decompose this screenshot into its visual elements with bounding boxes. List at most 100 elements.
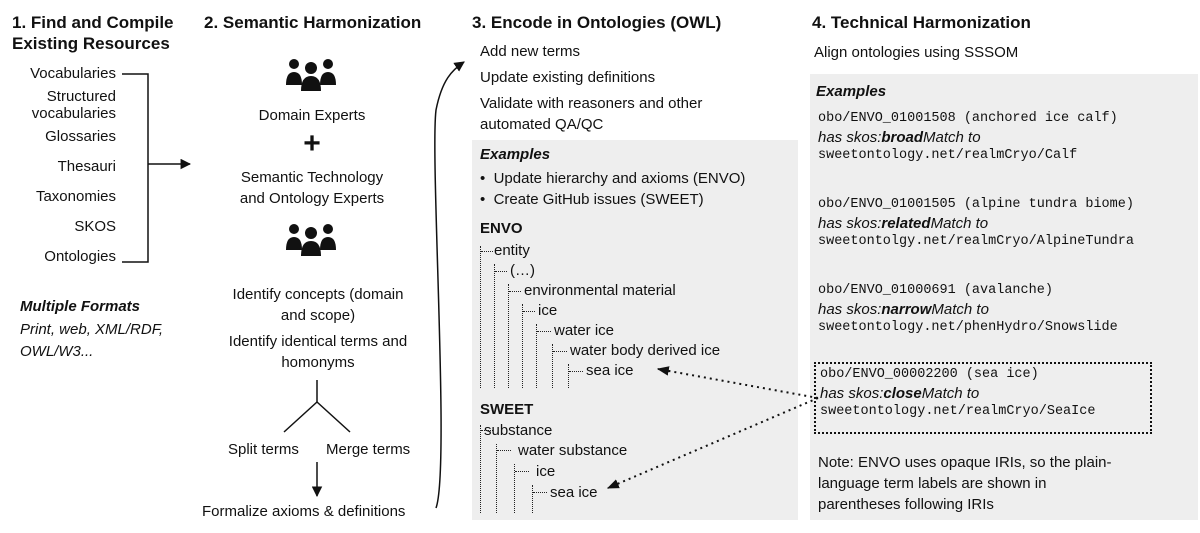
mapping-source: obo/ENVO_01001508 (anchored ice calf) <box>818 111 1118 126</box>
col1-title-line2: Existing Resources <box>12 34 170 53</box>
tree-line <box>480 425 481 513</box>
tree-line <box>536 324 537 388</box>
identify1-line1: Identify concepts (domain <box>232 286 404 303</box>
domain-experts: Domain Experts <box>258 107 366 124</box>
mapping-target: sweetontology.net/phenHydro/Snowslide <box>818 320 1118 335</box>
mapping-target: sweetontology.net/realmCryo/SeaIce <box>820 404 1096 419</box>
mapping-relation: has skos:closeMatch to <box>820 384 1150 403</box>
mapping-narrow: obo/ENVO_01000691 (avalanche) has skos:n… <box>818 282 1118 337</box>
formats-line1: Print, web, XML/RDF, <box>20 321 164 338</box>
envo-node-sea-ice: sea ice <box>586 362 634 379</box>
tree-branch <box>481 430 493 431</box>
formats-line2: OWL/W3... <box>20 343 94 360</box>
sweet-node-water-substance: water substance <box>518 442 628 459</box>
tree-branch <box>497 450 511 451</box>
fork-left <box>283 401 318 433</box>
col1-title-line1: 1. Find and Compile <box>12 13 174 32</box>
relation-type: close <box>883 385 922 402</box>
note-line2: language term labels are shown in <box>818 475 1047 492</box>
tree-branch <box>553 351 567 352</box>
resource-vocabularies: Vocabularies <box>30 65 116 82</box>
tree-line <box>552 344 553 388</box>
envo-node-environmental-material: environmental material <box>524 282 676 299</box>
tree-line <box>532 485 533 513</box>
dotted-arrow-sweet <box>606 397 819 489</box>
bullet-2-text: Create GitHub issues (SWEET) <box>493 191 704 208</box>
note-text: Note: ENVO uses opaque IRIs, so the plai… <box>818 452 1112 515</box>
encode-bullet-1: • Update hierarchy and axioms (ENVO) <box>480 170 746 187</box>
mapping-relation: has skos:broadMatch to <box>818 128 1118 147</box>
identify1-line2: and scope) <box>280 307 356 324</box>
tree-branch <box>533 492 547 493</box>
relation-suffix: Match to <box>923 129 981 146</box>
relation-type: narrow <box>881 301 932 318</box>
tree-line <box>494 264 495 388</box>
mapping-source: obo/ENVO_01000691 (avalanche) <box>818 283 1053 298</box>
col1-title: 1. Find and Compile Existing Resources <box>12 12 202 54</box>
col4-title: 4. Technical Harmonization <box>812 13 1031 32</box>
sweet-node-substance: substance <box>484 422 553 439</box>
merge-terms: Merge terms <box>326 441 411 458</box>
tree-branch <box>537 331 551 332</box>
envo-node-entity: entity <box>494 242 530 259</box>
people-group-icon <box>285 55 337 91</box>
relation-suffix: Match to <box>931 301 989 318</box>
encode-examples-label: Examples <box>480 146 551 163</box>
mapping-relation: has skos:relatedMatch to <box>818 214 1134 233</box>
envo-label: ENVO <box>480 220 523 237</box>
envo-node-ellipsis: (…) <box>510 262 535 279</box>
relation-suffix: Match to <box>921 385 980 402</box>
step-update-definitions: Update existing definitions <box>480 69 656 86</box>
sweet-label: SWEET <box>480 401 534 418</box>
formats-title: Multiple Formats <box>20 298 141 315</box>
envo-node-water-body-derived-ice: water body derived ice <box>570 342 721 359</box>
mapping-examples-panel: Examples obo/ENVO_01001508 (anchored ice… <box>810 74 1198 520</box>
encode-examples-panel: Examples • Update hierarchy and axioms (… <box>472 140 798 520</box>
split-terms: Split terms <box>228 441 299 458</box>
tree-line <box>522 304 523 388</box>
identify2-line1: Identify identical terms and <box>228 333 408 350</box>
identify-terms: Identify identical terms and homonyms <box>200 332 436 372</box>
mapping-source: obo/ENVO_01001505 (alpine tundra biome) <box>818 197 1134 212</box>
relation-prefix: has skos: <box>818 215 882 232</box>
plus-sign: + <box>303 127 321 160</box>
identify2-line2: homonyms <box>281 354 355 371</box>
step-qaqc: automated QA/QC <box>480 116 604 133</box>
step-validate: Validate with reasoners and other <box>480 95 703 112</box>
tree-line <box>514 464 515 513</box>
semantic-line2: and Ontology Experts <box>239 190 385 207</box>
tree-branch <box>523 311 535 312</box>
col2-title: 2. Semantic Harmonization <box>204 13 422 32</box>
sweet-node-sea-ice: sea ice <box>550 484 598 501</box>
fork-right <box>316 401 351 433</box>
people-group-icon <box>285 220 337 256</box>
mapping-close-highlight: obo/ENVO_00002200 (sea ice) has skos:clo… <box>814 362 1152 434</box>
relation-prefix: has skos: <box>818 301 882 318</box>
col3-title: 3. Encode in Ontologies (OWL) <box>472 13 722 32</box>
bullet-1-text: Update hierarchy and axioms (ENVO) <box>493 170 746 187</box>
col4-subtitle: Align ontologies using SSSOM <box>814 44 1019 61</box>
tree-branch <box>481 251 493 252</box>
tree-line <box>480 246 481 388</box>
sweet-node-ice: ice <box>536 463 556 480</box>
formalize-axioms: Formalize axioms & definitions <box>202 503 406 520</box>
encode-bullet-2: • Create GitHub issues (SWEET) <box>480 191 704 208</box>
tree-branch <box>509 291 521 292</box>
identify-concepts: Identify concepts (domain and scope) <box>200 285 436 325</box>
step-add-terms: Add new terms <box>480 43 581 60</box>
mapping-source: obo/ENVO_00002200 (sea ice) <box>820 367 1039 382</box>
mapping-examples-label: Examples <box>816 83 887 100</box>
relation-suffix: Match to <box>930 215 989 232</box>
mapping-target: sweetontology.net/realmCryo/Calf <box>818 148 1078 163</box>
mapping-related: obo/ENVO_01001505 (alpine tundra biome) … <box>818 196 1134 251</box>
resource-list: Vocabularies Structured vocabularies Glo… <box>10 64 116 270</box>
resource-thesauri: Thesauri <box>57 158 116 175</box>
tree-branch <box>515 471 529 472</box>
relation-type: related <box>881 215 931 232</box>
resource-bracket <box>122 73 149 263</box>
resource-glossaries: Glossaries <box>45 128 116 145</box>
resource-skos: SKOS <box>74 218 116 235</box>
envo-node-ice: ice <box>538 302 558 319</box>
tree-branch <box>569 371 583 372</box>
